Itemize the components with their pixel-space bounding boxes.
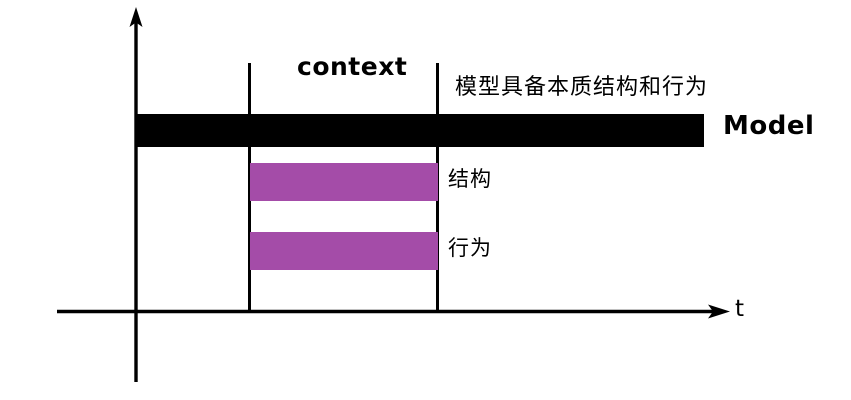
structure-label: 结构: [448, 167, 492, 191]
x-axis-arrowhead: [708, 304, 730, 319]
model-description-label: 模型具备本质结构和行为: [455, 75, 709, 100]
structure-bar: [250, 163, 438, 201]
behavior-label: 行为: [448, 236, 492, 260]
model-bar: [137, 114, 704, 147]
behavior-bar: [250, 232, 438, 270]
y-axis-arrowhead: [129, 7, 143, 27]
time-axis-label: t: [735, 296, 745, 322]
model-label: Model: [723, 111, 815, 141]
context-label: context: [297, 52, 408, 81]
